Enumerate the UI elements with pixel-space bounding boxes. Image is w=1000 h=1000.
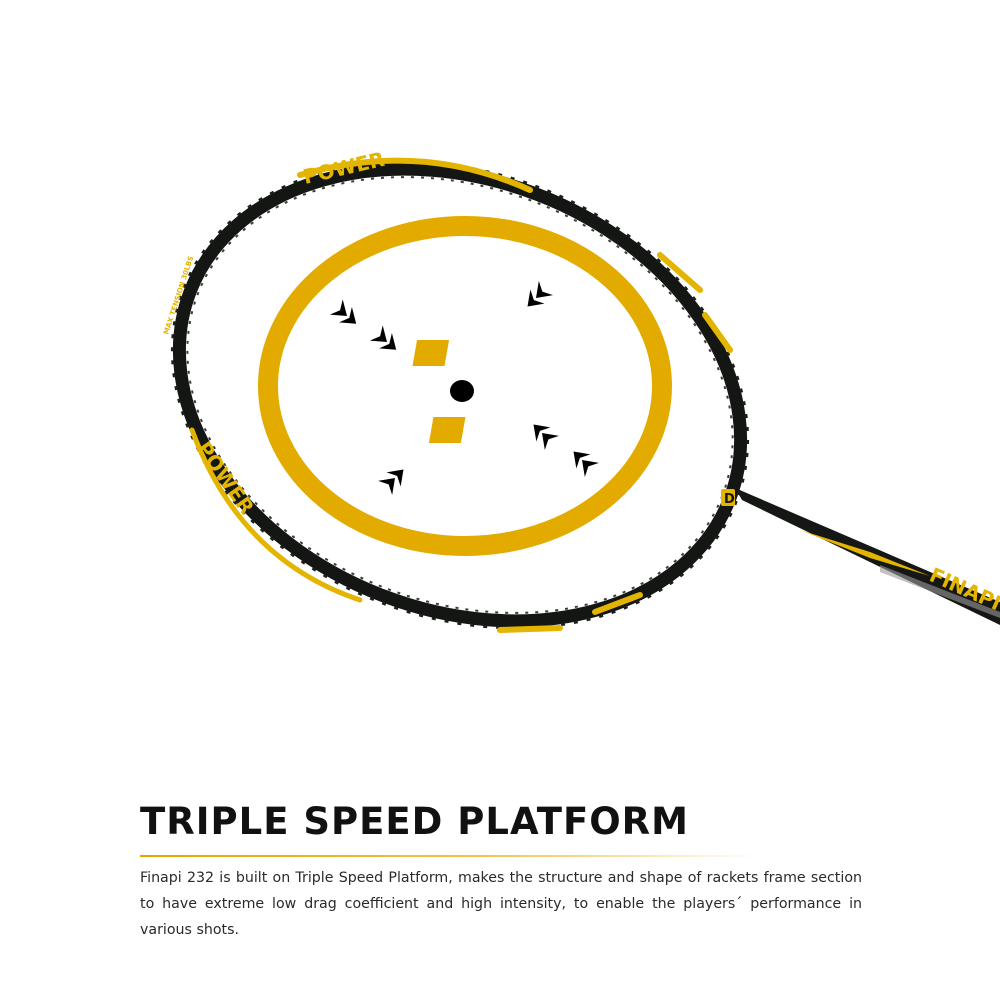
brand-logo-letter: D bbox=[724, 492, 735, 507]
shaft-text: FINAPI bbox=[926, 563, 1000, 616]
racket-illustration: POWER POWER MAX TENSION 30LBS FINAPI D bbox=[162, 147, 1000, 633]
frame-text-left: POWER bbox=[192, 437, 259, 519]
gold-diamond-icon bbox=[428, 417, 466, 443]
section-title: TRIPLE SPEED PLATFORM bbox=[140, 800, 689, 843]
center-dot bbox=[450, 380, 474, 402]
title-underline bbox=[140, 855, 760, 857]
racket-shaft bbox=[735, 488, 1000, 625]
double-chevron-icon bbox=[369, 325, 397, 350]
gold-diamond-icon bbox=[412, 340, 450, 366]
brand-logo: D bbox=[721, 489, 735, 507]
section-description: Finapi 232 is built on Triple Speed Plat… bbox=[140, 870, 862, 938]
double-chevron-icon bbox=[329, 299, 357, 324]
